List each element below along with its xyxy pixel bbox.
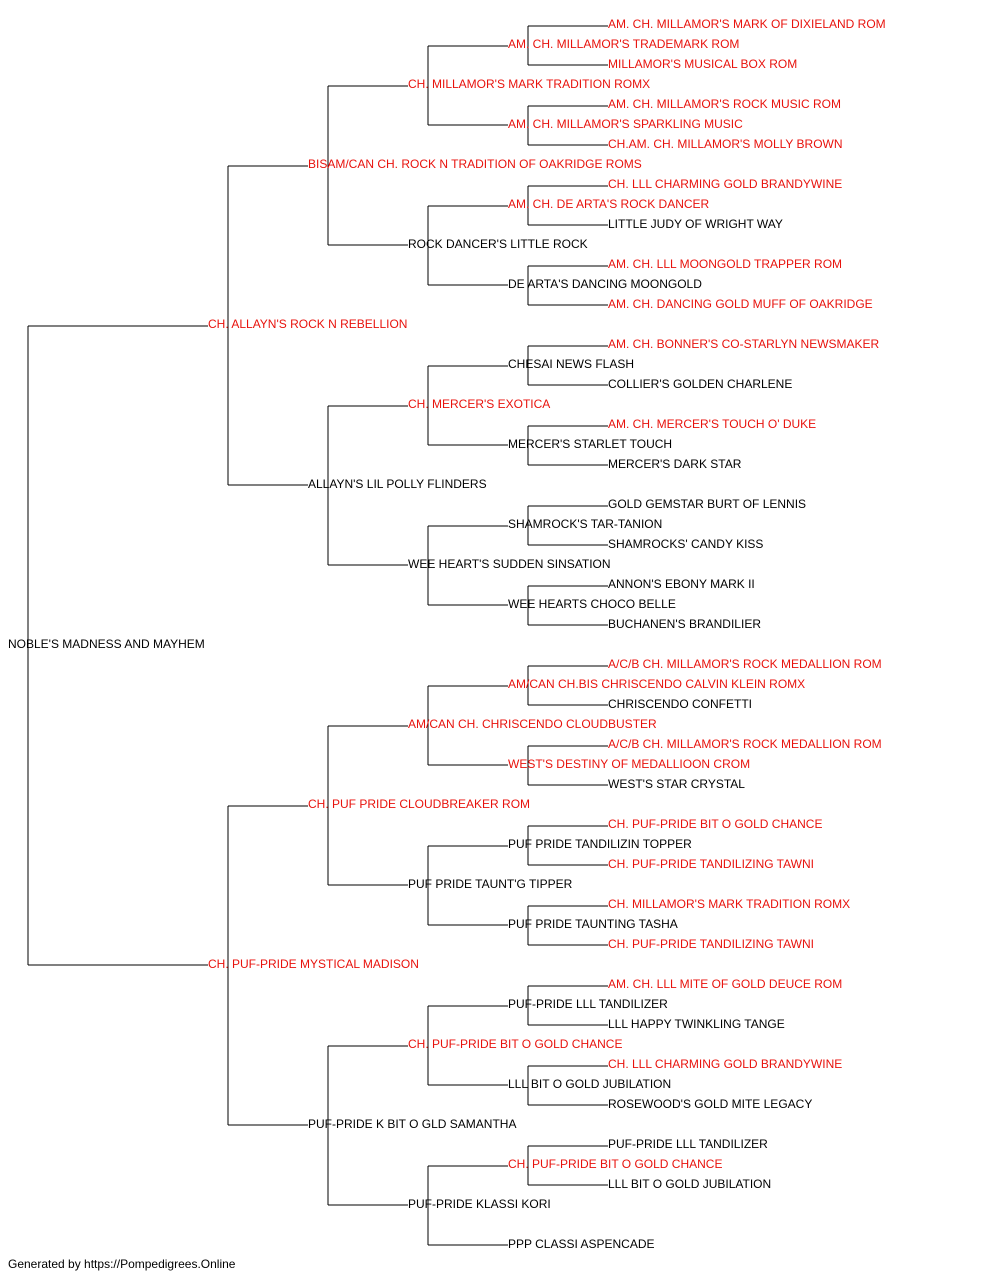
pedigree-sire-gen5: AM. CH. LLL MOONGOLD TRAPPER ROM (608, 257, 843, 271)
pedigree-dam-gen5: MILLAMOR'S MUSICAL BOX ROM (608, 57, 798, 71)
pedigree-sire-gen5: CH. LLL CHARMING GOLD BRANDYWINE (608, 177, 843, 191)
pedigree-sire-gen3: CH. PUF-PRIDE BIT O GOLD CHANCE (408, 1037, 623, 1051)
pedigree-dam-gen5: CH. PUF-PRIDE TANDILIZING TAWNI (608, 857, 815, 871)
pedigree-dam-gen4: DE ARTA'S DANCING MOONGOLD (508, 277, 702, 291)
pedigree-dam-gen5: CHRISCENDO CONFETTI (608, 697, 752, 711)
pedigree-dam-gen5: ROSEWOOD'S GOLD MITE LEGACY (608, 1097, 813, 1111)
pedigree-sire-gen5: GOLD GEMSTAR BURT OF LENNIS (608, 497, 807, 511)
pedigree-dam-gen3: PUF-PRIDE KLASSI KORI (408, 1197, 551, 1211)
pedigree-sire-gen3: AM/CAN CH. CHRISCENDO CLOUDBUSTER (408, 717, 657, 731)
pedigree-sire-gen1: CH. ALLAYN'S ROCK N REBELLION (208, 317, 408, 331)
pedigree-sire-gen5: A/C/B CH. MILLAMOR'S ROCK MEDALLION ROM (608, 737, 882, 751)
pedigree-sire-gen3: CH. MERCER'S EXOTICA (408, 397, 551, 411)
pedigree-dam-gen5: BUCHANEN'S BRANDILIER (608, 617, 761, 631)
pedigree-dam-gen5: COLLIER'S GOLDEN CHARLENE (608, 377, 793, 391)
pedigree-sire-gen5: AM. CH. LLL MITE OF GOLD DEUCE ROM (608, 977, 843, 991)
pedigree-sire-gen4: PUF-PRIDE LLL TANDILIZER (508, 997, 668, 1011)
pedigree-dam-gen4: WEST'S DESTINY OF MEDALLIOON CROM (508, 757, 751, 771)
pedigree-sire-gen2: CH. PUF PRIDE CLOUDBREAKER ROM (308, 797, 531, 811)
pedigree-sire-gen5: CH. PUF-PRIDE BIT O GOLD CHANCE (608, 817, 823, 831)
pedigree-dam-gen3: ROCK DANCER'S LITTLE ROCK (408, 237, 588, 251)
pedigree-sire-gen2: BISAM/CAN CH. ROCK N TRADITION OF OAKRID… (308, 157, 642, 171)
pedigree-sire-gen5: A/C/B CH. MILLAMOR'S ROCK MEDALLION ROM (608, 657, 882, 671)
pedigree-dam-gen5: CH.AM. CH. MILLAMOR'S MOLLY BROWN (608, 137, 843, 151)
pedigree-sire-gen5: PUF-PRIDE LLL TANDILIZER (608, 1137, 768, 1151)
pedigree-dam-gen3: WEE HEART'S SUDDEN SINSATION (408, 557, 611, 571)
pedigree-dam-gen5: SHAMROCKS' CANDY KISS (608, 537, 764, 551)
pedigree-sire-gen5: AM. CH. BONNER'S CO-STARLYN NEWSMAKER (608, 337, 880, 351)
pedigree-sire-gen5: AM. CH. MERCER'S TOUCH O' DUKE (608, 417, 817, 431)
pedigree-sire-gen4: SHAMROCK'S TAR-TANION (508, 517, 663, 531)
pedigree-dam-gen2: PUF-PRIDE K BIT O GLD SAMANTHA (308, 1117, 517, 1131)
pedigree-dam-gen4: PPP CLASSI ASPENCADE (508, 1237, 655, 1251)
pedigree-sire-gen4: AM/CAN CH.BIS CHRISCENDO CALVIN KLEIN RO… (508, 677, 806, 691)
pedigree-sire-gen3: CH. MILLAMOR'S MARK TRADITION ROMX (408, 77, 651, 91)
pedigree-sire-gen4: CH. PUF-PRIDE BIT O GOLD CHANCE (508, 1157, 723, 1171)
pedigree-sire-gen5: CH. MILLAMOR'S MARK TRADITION ROMX (608, 897, 851, 911)
footer-credit: Generated by https://Pompedigrees.Online (8, 1257, 236, 1271)
pedigree-sire-gen5: AM. CH. MILLAMOR'S ROCK MUSIC ROM (608, 97, 841, 111)
pedigree-sire-gen4: AM. CH. DE ARTA'S ROCK DANCER (508, 197, 710, 211)
pedigree-dam-gen4: MERCER'S STARLET TOUCH (508, 437, 673, 451)
pedigree-subject-gen0: NOBLE'S MADNESS AND MAYHEM (8, 637, 205, 651)
pedigree-dam-gen5: CH. PUF-PRIDE TANDILIZING TAWNI (608, 937, 815, 951)
pedigree-dam-gen5: LLL HAPPY TWINKLING TANGE (608, 1017, 785, 1031)
pedigree-dam-gen4: PUF PRIDE TAUNTING TASHA (508, 917, 678, 931)
pedigree-sire-gen4: CHESAI NEWS FLASH (508, 357, 635, 371)
pedigree-dam-gen4: LLL BIT O GOLD JUBILATION (508, 1077, 672, 1091)
pedigree-sire-gen5: AM. CH. MILLAMOR'S MARK OF DIXIELAND ROM (608, 17, 886, 31)
pedigree-dam-gen1: CH. PUF-PRIDE MYSTICAL MADISON (208, 957, 419, 971)
pedigree-sire-gen5: ANNON'S EBONY MARK II (608, 577, 755, 591)
pedigree-dam-gen4: WEE HEARTS CHOCO BELLE (508, 597, 676, 611)
pedigree-sire-gen5: CH. LLL CHARMING GOLD BRANDYWINE (608, 1057, 843, 1071)
pedigree-dam-gen5: AM. CH. DANCING GOLD MUFF OF OAKRIDGE (608, 297, 873, 311)
pedigree-dam-gen5: MERCER'S DARK STAR (608, 457, 742, 471)
pedigree-dam-gen2: ALLAYN'S LIL POLLY FLINDERS (308, 477, 487, 491)
pedigree-dam-gen4: AM. CH. MILLAMOR'S SPARKLING MUSIC (508, 117, 743, 131)
pedigree-dam-gen5: LITTLE JUDY OF WRIGHT WAY (608, 217, 783, 231)
pedigree-dam-gen5: WEST'S STAR CRYSTAL (608, 777, 745, 791)
pedigree-dam-gen3: PUF PRIDE TAUNT'G TIPPER (408, 877, 573, 891)
pedigree-dam-gen5: LLL BIT O GOLD JUBILATION (608, 1177, 772, 1191)
pedigree-sire-gen4: AM. CH. MILLAMOR'S TRADEMARK ROM (508, 37, 740, 51)
pedigree-sire-gen4: PUF PRIDE TANDILIZIN TOPPER (508, 837, 692, 851)
